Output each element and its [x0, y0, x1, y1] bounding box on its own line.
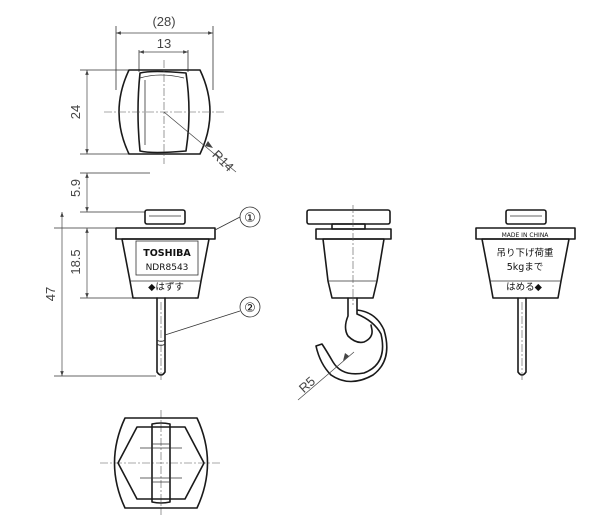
dim-head-height: 5.9 [68, 179, 83, 197]
back-cap [505, 209, 547, 225]
top-view: (28) 13 24 R14 [68, 14, 237, 175]
remove-direction-label: ◆はずす [148, 282, 184, 293]
dim-top-radius: R14 [209, 147, 236, 174]
radius-leader [163, 111, 237, 173]
dim-top-height: 24 [68, 105, 83, 119]
dim-body-height: 18.5 [68, 249, 83, 274]
top-view-outline [118, 69, 211, 155]
callout-1-number: ① [244, 211, 256, 226]
side-top-plate [306, 209, 391, 225]
side-hook [315, 297, 388, 383]
front-view: 5.9 18.5 47 TOSHIBA NDR8543 ◆はずす ① ② [43, 172, 261, 382]
load-label-line1: 吊り下げ荷重 [496, 247, 554, 259]
load-label-line2: 5kgまで [507, 262, 544, 273]
callout-1-leader [214, 216, 241, 231]
bottom-bar [151, 422, 171, 504]
callout-2-circle [239, 296, 261, 318]
bottom-outline [113, 417, 209, 509]
bottom-hexagon [117, 426, 205, 500]
insert-direction-label: はめる◆ [506, 282, 543, 293]
side-body [322, 238, 385, 299]
dim-overall-height: 47 [43, 287, 58, 301]
callout-1-circle [239, 206, 261, 228]
dim-hook-radius: R5 [296, 374, 318, 396]
side-view: R5 [296, 205, 392, 401]
front-flange [115, 227, 216, 240]
bottom-view [100, 410, 222, 515]
back-view: MADE IN CHINA 吊り下げ荷重 5kgまで はめる◆ [475, 209, 576, 382]
top-view-bar [137, 70, 190, 154]
hook-radius-leader [297, 351, 355, 401]
brand-label: TOSHIBA [143, 248, 191, 259]
dim-top-width: (28) [152, 14, 175, 29]
front-cap [144, 209, 186, 225]
callout-2-leader [164, 310, 241, 336]
side-hook-stem-inner [344, 297, 373, 344]
dim-top-inner-width: 13 [157, 36, 171, 51]
callout-2-number: ② [244, 301, 256, 316]
side-flange [315, 228, 392, 240]
front-label-plate [135, 240, 199, 276]
model-label: NDR8543 [146, 263, 189, 273]
origin-label: MADE IN CHINA [502, 232, 550, 239]
